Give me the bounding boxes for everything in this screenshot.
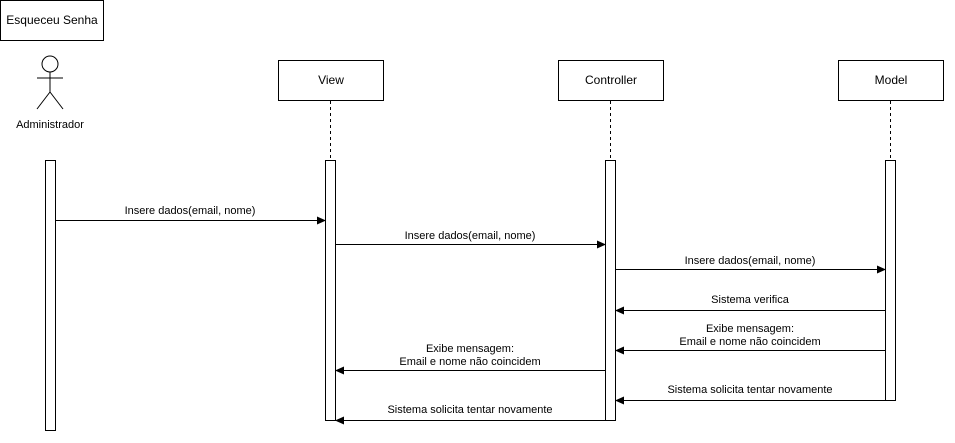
message-6: Exibe mensagem: Email e nome não coincid… xyxy=(335,342,605,375)
message-8: Sistema solicita tentar novamente xyxy=(335,403,605,425)
participant-view-label: View xyxy=(318,73,344,87)
message-label-line-1: Exibe mensagem: xyxy=(706,323,794,335)
participant-view: View xyxy=(278,60,384,101)
activation-bar-view xyxy=(325,160,336,421)
message-5: Exibe mensagem: Email e nome não coincid… xyxy=(615,322,885,355)
message-label: Sistema verifica xyxy=(711,294,790,306)
message-label-line-2: Email e nome não coincidem xyxy=(679,336,820,348)
message-7: Sistema solicita tentar novamente xyxy=(615,383,885,405)
message-3: Insere dados(email, nome) xyxy=(616,254,886,274)
frame-title-box: Esqueceu Senha xyxy=(0,0,104,41)
message-label: Insere dados(email, nome) xyxy=(685,255,816,267)
participant-model: Model xyxy=(838,60,944,101)
message-2: Insere dados(email, nome) xyxy=(336,229,606,249)
actor-name: Administrador xyxy=(16,119,84,131)
message-4: Sistema verifica xyxy=(615,293,885,315)
activation-bar-model xyxy=(885,160,896,401)
frame-title: Esqueceu Senha xyxy=(6,13,98,27)
message-label: Sistema solicita tentar novamente xyxy=(387,404,552,416)
message-label: Sistema solicita tentar novamente xyxy=(667,384,832,396)
activation-bar-actor xyxy=(45,160,56,431)
message-label-line-1: Exibe mensagem: xyxy=(426,343,514,355)
message-1: Insere dados(email, nome) xyxy=(56,204,326,225)
message-label: Insere dados(email, nome) xyxy=(125,205,256,217)
activation-bar-controller xyxy=(605,160,616,421)
actor-figure-icon xyxy=(36,55,64,110)
participant-controller: Controller xyxy=(558,60,664,101)
participant-model-label: Model xyxy=(875,73,908,87)
message-label-line-2: Email e nome não coincidem xyxy=(399,356,540,368)
message-label: Insere dados(email, nome) xyxy=(405,230,536,242)
participant-controller-label: Controller xyxy=(585,73,637,87)
